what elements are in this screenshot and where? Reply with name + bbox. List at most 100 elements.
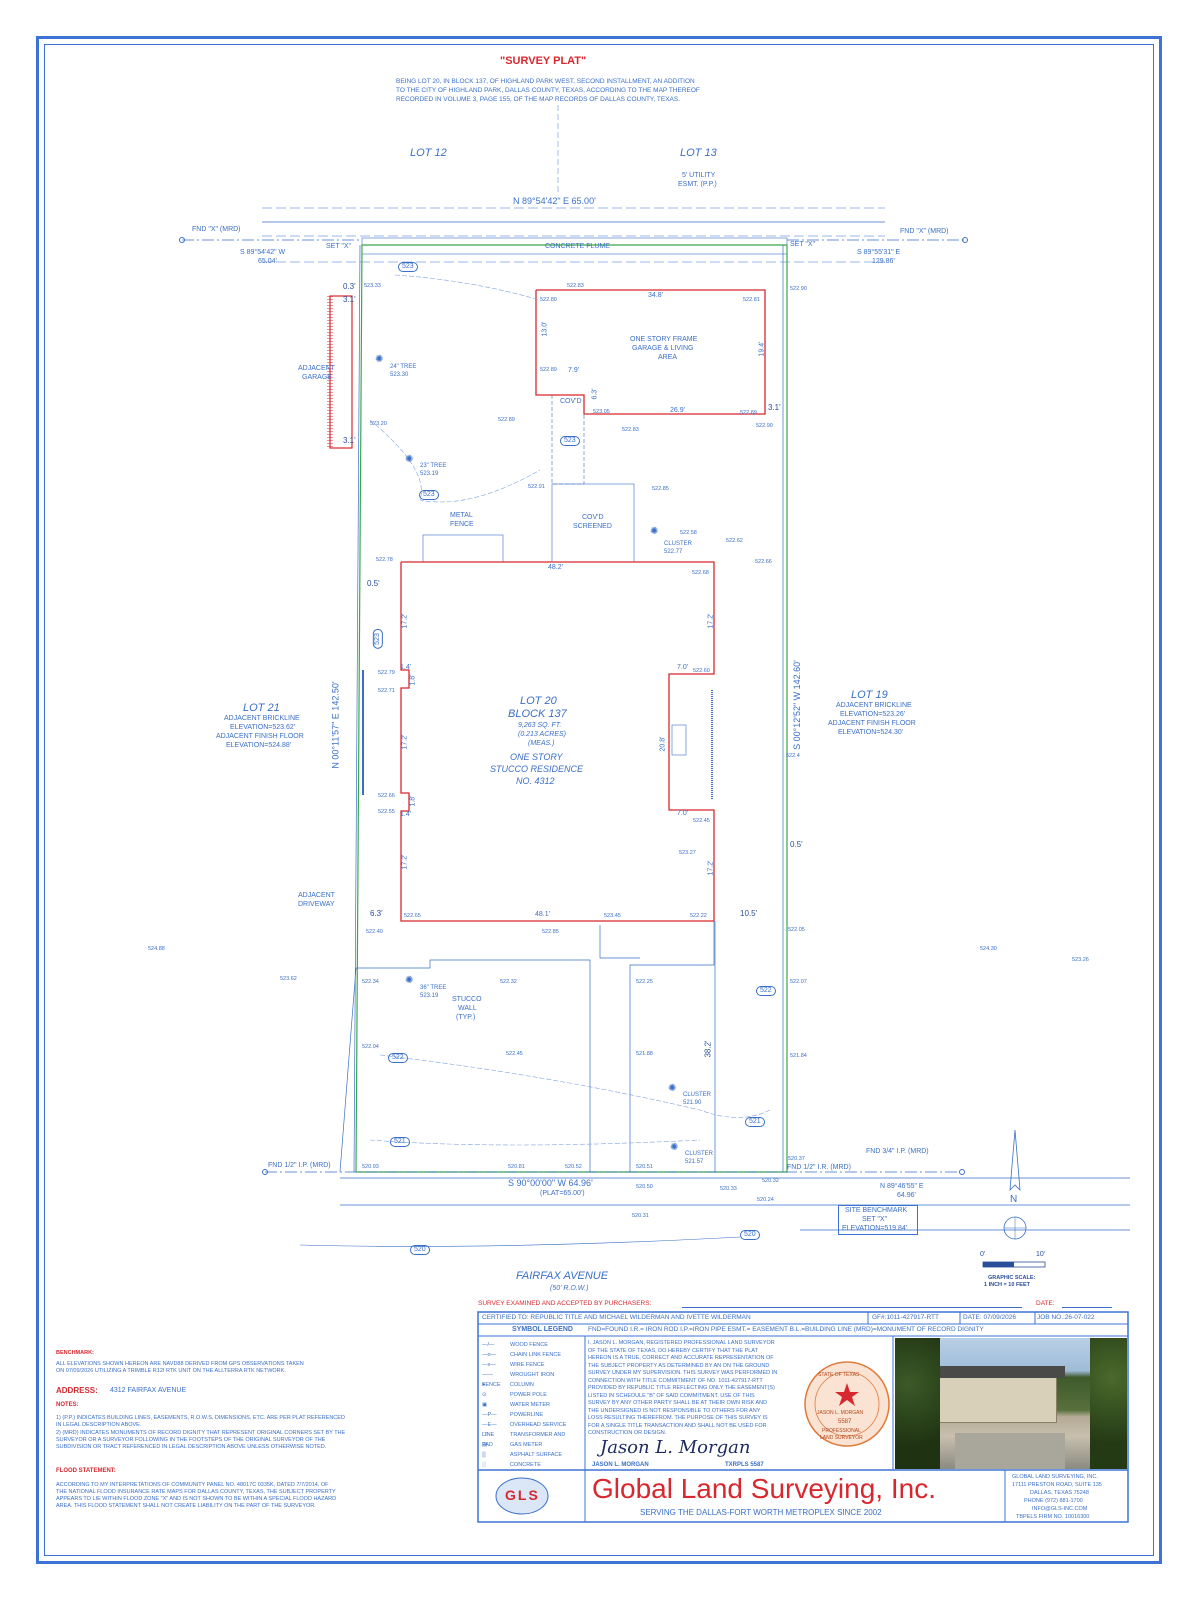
elev-19: 522.68 [692,570,709,576]
flood-3: APPEARS TO LIE WITHIN FLOOD ZONE "X" AND… [56,1496,337,1502]
elev-44: 521.84 [790,1053,807,1059]
lot20-block: BLOCK 137 [508,708,567,720]
legend-item: ▣WATER METER [482,1402,551,1408]
abbreviations: FND=FOUND I.R.= IRON ROD I.P.=IRON PIPE … [588,1326,984,1333]
elev-26: 523.27 [679,850,696,856]
contour-520-street [299,1236,741,1247]
elev-25: 522.45 [693,818,710,824]
elev-2: 522.80 [540,297,557,303]
adjacent-garage-label-2: GARAGE [302,374,332,381]
elev-14: 522.85 [652,486,669,492]
legend-item: ▒ASPHALT SURFACE [482,1452,563,1458]
dim-17-2-b: 17.2' [707,613,715,629]
elev-50: 520.50 [636,1184,653,1190]
tree-36-icon: ✺ [405,975,414,986]
note-1: 1) (P.P.) INDICATES BUILDING LINES, EASE… [56,1415,345,1421]
surveyor-seal [804,1361,890,1447]
garage-label-3: AREA [658,354,678,361]
legend-item: —/—WOOD FENCE [482,1342,548,1348]
elev-41: 522.04 [362,1044,379,1050]
elev-45: 520.93 [362,1164,379,1170]
survey-examined: SURVEY EXAMINED AND ACCEPTED BY PURCHASE… [478,1300,652,1307]
legend-item: —E—OVERHEAD SERVICE LINE [482,1422,567,1438]
monument-sw [262,1169,268,1175]
monument-set-x-east: SET "X" [790,241,816,248]
tie-ne-bearing: S 89°55'31" E [857,249,901,256]
dim-48-1: 48.1' [535,911,550,918]
legal-description-1: BEING LOT 20, IN BLOCK 137, OF HIGHLAND … [396,78,695,85]
contour-521 [369,1139,701,1146]
elev-48: 520.51 [636,1164,653,1170]
tree-23-icon: ✺ [405,454,414,465]
surveyor-signature: Jason L. Morgan [600,1437,751,1458]
dim-17-2-d: 17.2' [401,854,409,870]
tree-23-elev: 523.19 [420,471,439,477]
bearing-north: N 89°54'42" E 65.00' [513,196,596,206]
covered-screened-label-2: SCREENED [573,523,612,530]
tree-36-label: 36" TREE [420,985,447,991]
stucco-wall-east [629,921,715,1172]
legend-item: ●COLUMN [482,1382,534,1388]
dim-3-1-garage: 3.1' [768,403,781,412]
tree-24-label: 24" TREE [390,364,417,370]
cluster-3-label: CLUSTER [685,1151,714,1157]
elev-13: 522.91 [528,484,545,490]
elev-1: 523.33 [364,283,381,289]
note-4: SURVEYOR OR A SURVEYOR FOLLOWING IN THE … [56,1437,326,1443]
adjacent-drive-edge [339,967,357,1173]
elev-20: 522.79 [378,670,395,676]
contour-523-a [394,274,541,301]
north-arrow-shape [1009,1129,1021,1192]
elev-36: 523.62 [280,976,297,982]
elev-4: 522.81 [743,297,760,303]
date-signature-line [1062,1307,1112,1308]
stucco-wall-west [356,959,591,1172]
residence-label-3: NO. 4312 [516,776,555,786]
contour-522 [379,1054,771,1118]
legend-item: —o—CHAIN LINK FENCE [482,1352,562,1358]
company-logo-oval [495,1477,549,1515]
company-info-5: INFO@GLS-INC.COM [1032,1506,1088,1512]
metal-fence-area [422,534,504,563]
elev-15: 522.58 [680,530,697,536]
dim-0-3: 0.3' [343,282,356,291]
elev-7: 523.05 [593,409,610,415]
scale-caption-2: 1 INCH = 10 FEET [984,1282,1031,1288]
title-block-border [477,1311,1129,1523]
note-2: IN LEGAL DESCRIPTION ABOVE. [56,1422,142,1428]
lot20-title: LOT 20 [520,695,557,707]
dim-7-0-b: 7.0' [677,810,689,817]
monument-se [959,1169,965,1175]
dim-34-8: 34.8' [648,292,663,299]
flood-4: AREA. THIS FLOOD STATEMENT SHALL NOT CRE… [56,1503,316,1509]
dim-17-2-a: 17.2' [401,613,409,629]
property-photo [895,1338,1127,1469]
contour-label-522-b: 522 [756,986,776,996]
address-label: ADDRESS: [56,1386,98,1395]
cluster-1-label: CLUSTER [664,541,693,547]
residence-label-2: STUCCO RESIDENCE [490,764,584,774]
metal-fence-label-2: FENCE [450,521,474,528]
elev-21: 522.71 [378,688,395,694]
tie-ne-distance: 129.86' [872,258,895,265]
lot-19-note-2: ELEVATION=523.26' [840,711,906,718]
scale-ten: 10' [1036,1251,1046,1258]
lot-21-note-3: ADJACENT FINISH FLOOR [216,733,304,740]
garage-label-2: GARAGE & LIVING [632,345,694,352]
easement-label-1: 5' UTILITY [682,172,716,179]
dim-19-4: 19.4' [758,341,766,357]
elev-42: 522.45 [506,1051,523,1057]
adjacent-driveway-label-1: ADJACENT [298,892,335,899]
graphic-scale-fill [983,1262,1014,1267]
adjacent-garage-label-1: ADJACENT [298,365,335,372]
tie-nw-distance: 65.04' [258,258,277,265]
dim-1-8-a: 1.8' [409,674,417,686]
elev-40: 522.07 [790,979,807,985]
contour-523-b [369,419,541,503]
property-boundary [355,244,788,1173]
bearing-east: S 00°12'52" W 142.60' [791,660,802,750]
elev-3: 522.83 [567,283,584,289]
contour-label-523-b: 523 [372,629,383,649]
benchmark-note-2: ON 07/09/2026 UTILIZING A TRIMBLE R12I R… [56,1368,286,1374]
dim-6-3-south: 6.3' [370,909,383,918]
